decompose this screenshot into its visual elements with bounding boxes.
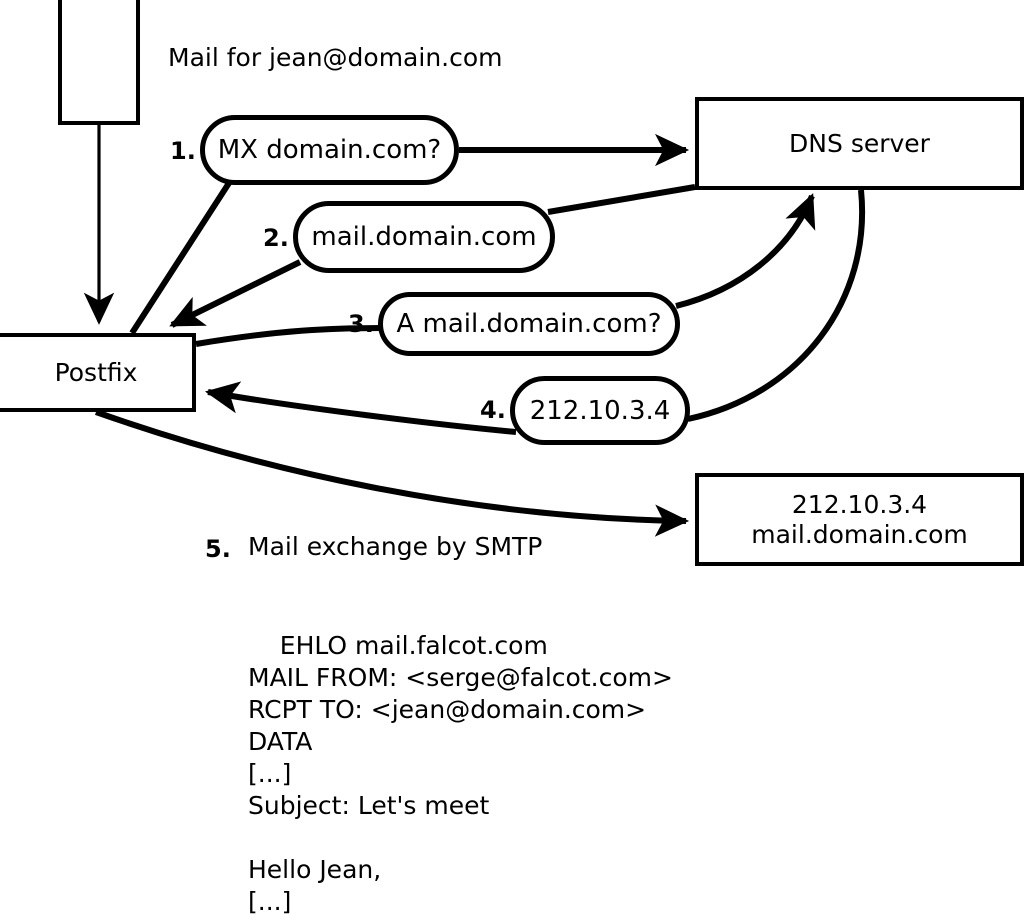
step-1-bubble: MX domain.com? xyxy=(200,115,459,185)
dns-server-label: DNS server xyxy=(789,128,930,158)
step-4-number-text: 4. xyxy=(480,396,506,424)
step-1-number-text: 1. xyxy=(170,137,196,165)
step-5-number: 5. xyxy=(205,537,231,561)
step-3-bubble: A mail.domain.com? xyxy=(378,292,680,356)
step-4-label: 212.10.3.4 xyxy=(529,395,671,426)
postfix-label: Postfix xyxy=(54,357,138,387)
step-4-bubble: 212.10.3.4 xyxy=(510,376,690,445)
step-2-number: 2. xyxy=(263,226,289,250)
step-5-label: Mail exchange by SMTP xyxy=(248,534,542,559)
step-3-number: 3. xyxy=(348,312,374,336)
page-title: Mail for jean@domain.com xyxy=(168,45,503,70)
step-2-bubble: mail.domain.com xyxy=(293,201,555,273)
dns-server-box: DNS server xyxy=(695,97,1024,190)
smtp-transcript: EHLO mail.falcot.com MAIL FROM: <serge@f… xyxy=(248,598,673,919)
client-box xyxy=(58,0,140,125)
arrow-step2-to-postfix xyxy=(169,259,302,328)
step-3-label: A mail.domain.com? xyxy=(396,309,662,339)
arrow-postfix-to-mailserver xyxy=(95,409,690,537)
step-5-number-text: 5. xyxy=(205,535,231,563)
step-1-number: 1. xyxy=(170,139,196,163)
step-1-label: MX domain.com? xyxy=(217,135,442,165)
line-dns-to-step2 xyxy=(547,184,696,215)
arrow-step4-to-postfix xyxy=(204,381,517,435)
step-5-label-text: Mail exchange by SMTP xyxy=(248,532,543,561)
step-4-number: 4. xyxy=(480,398,506,422)
step-2-label: mail.domain.com xyxy=(311,222,537,252)
postfix-box: Postfix xyxy=(0,333,196,412)
step-3-number-text: 3. xyxy=(348,310,374,338)
smtp-transcript-text: EHLO mail.falcot.com MAIL FROM: <serge@f… xyxy=(248,631,673,916)
mail-server-box: 212.10.3.4 mail.domain.com xyxy=(695,473,1024,566)
step-2-number-text: 2. xyxy=(263,224,289,252)
line-postfix-to-step3 xyxy=(195,325,385,347)
page-title-text: Mail for jean@domain.com xyxy=(168,43,503,72)
tail-step1-to-postfix xyxy=(129,181,232,335)
mail-server-label: 212.10.3.4 mail.domain.com xyxy=(751,490,968,549)
line-dns-to-step4 xyxy=(687,189,866,422)
arrow-step3-to-dns xyxy=(675,193,816,309)
